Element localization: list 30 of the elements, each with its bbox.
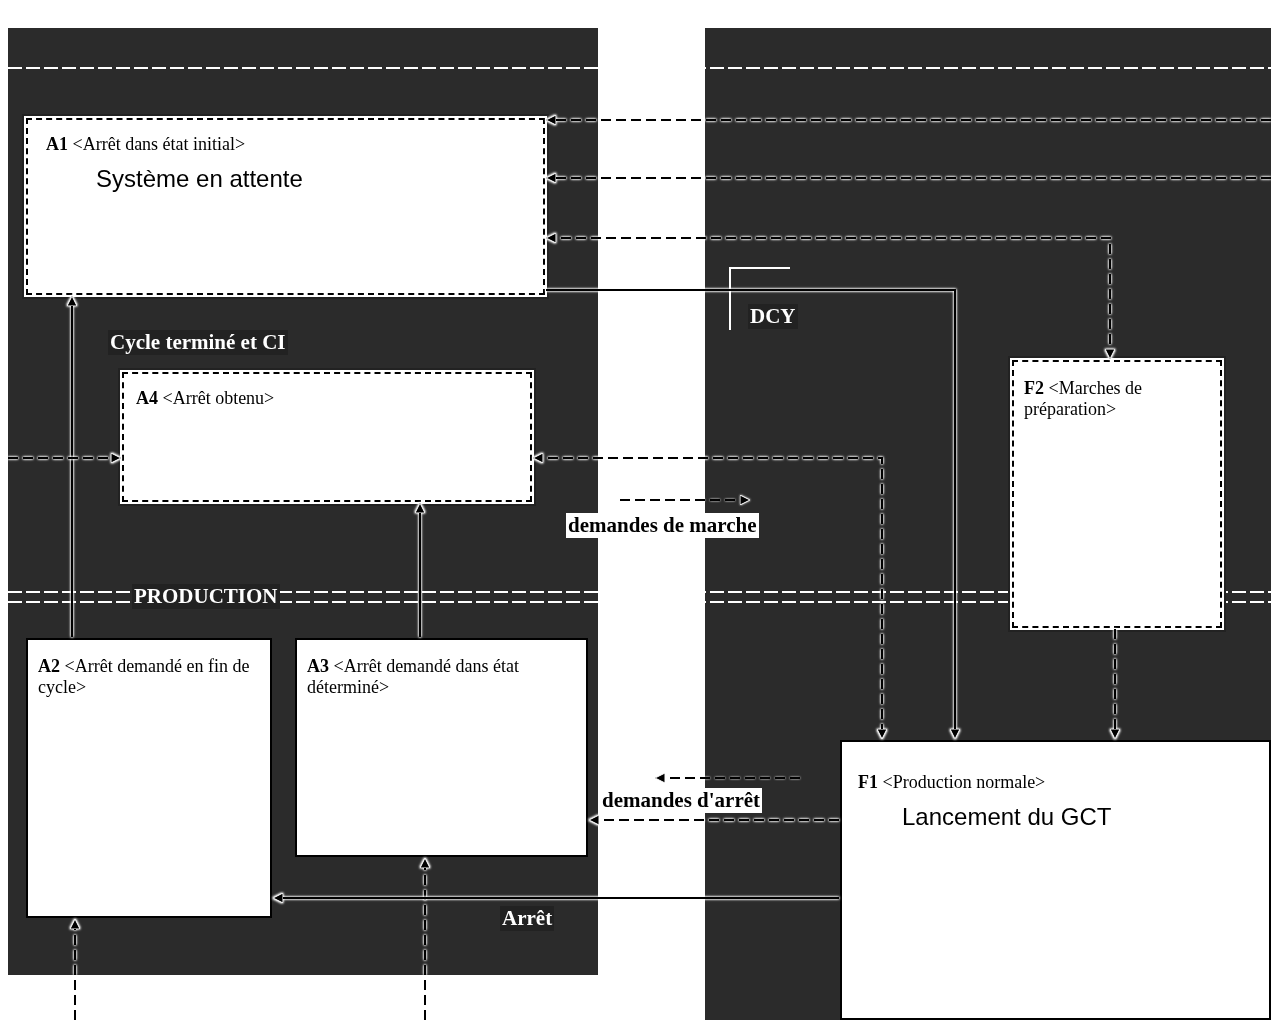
arrow [545, 232, 1116, 360]
arrow [588, 814, 840, 826]
state-box [840, 740, 1271, 1020]
arrow [1109, 628, 1121, 740]
state-action: Lancement du GCT [901, 802, 1113, 831]
state-title: A2 <Arrêt demandé en fin de cycle> [38, 656, 251, 698]
condition-label: DCY [748, 304, 798, 329]
state-title: A3 <Arrêt demandé dans état déterminé> [307, 656, 521, 698]
arrow [69, 918, 81, 1020]
condition-label: PRODUCTION [132, 584, 280, 609]
arrow [66, 295, 78, 638]
condition-label: demandes de marche [566, 513, 759, 538]
arrow [272, 892, 840, 904]
state-title: F2 <Marches de préparation> [1024, 378, 1144, 420]
state-title: F1 <Production normale> [858, 772, 1047, 793]
state-box [295, 638, 588, 857]
arrow [545, 172, 1271, 184]
condition-label: Cycle terminé et CI [108, 330, 288, 355]
arrow [545, 289, 961, 740]
arrow [419, 857, 431, 1020]
arrow [532, 452, 888, 740]
state-box [26, 638, 272, 918]
state-title: A1 <Arrêt dans état initial> [46, 134, 247, 155]
state-action: Système en attente [95, 164, 304, 193]
condition-label: Arrêt [500, 906, 555, 931]
arrow [414, 502, 426, 638]
arrow [7, 452, 122, 464]
condition-label: demandes d'arrêt [600, 788, 763, 813]
state-title: A4 <Arrêt obtenu> [136, 388, 276, 409]
arrow [545, 114, 1271, 126]
